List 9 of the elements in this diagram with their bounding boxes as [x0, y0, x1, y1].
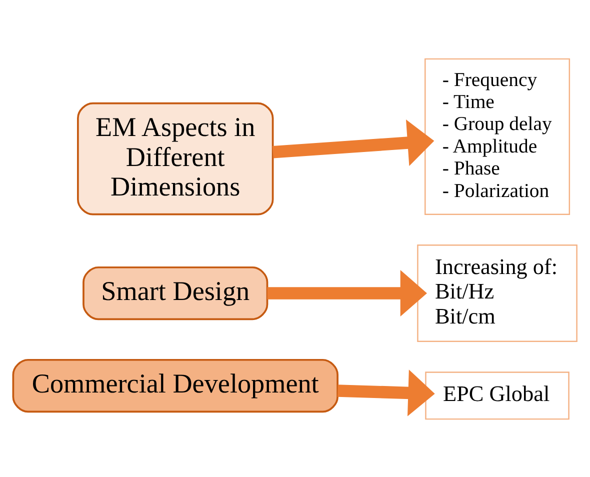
arrow [272, 119, 434, 166]
node-box: Increasing of: Bit/Hz Bit/cm [417, 244, 578, 342]
node-box: - Frequency - Time - Group delay - Amplitude - Phase - Polarization [424, 58, 570, 214]
node-box: EPC Global [425, 371, 570, 420]
arrow [338, 369, 435, 416]
node-box: EM Aspects in Different Dimensions [77, 102, 274, 215]
node-box: Commercial Development [12, 358, 338, 412]
node-box: Smart Design [82, 266, 268, 320]
arrow [267, 269, 427, 316]
